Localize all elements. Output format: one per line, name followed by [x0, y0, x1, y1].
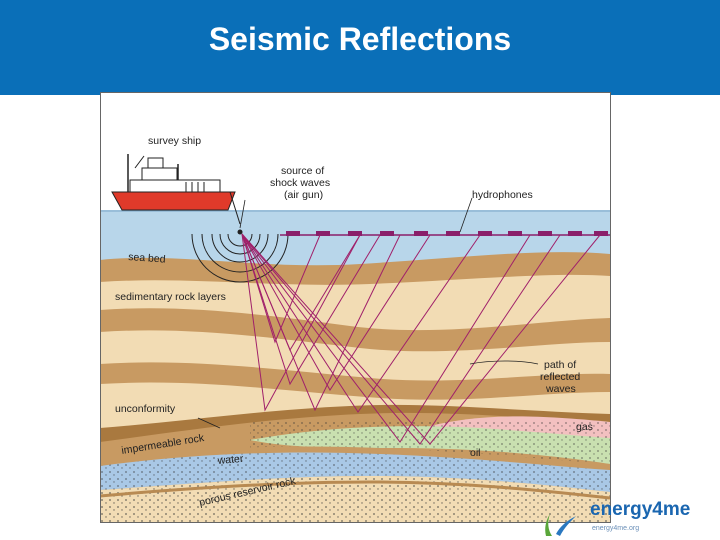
label-water: water — [216, 453, 244, 467]
survey-ship — [111, 154, 241, 225]
label-survey-ship: survey ship — [148, 135, 201, 147]
hydrophone-string — [280, 231, 610, 236]
label-source-line1: source of — [281, 165, 324, 177]
ship-hull — [111, 191, 236, 211]
energy4me-logo — [545, 514, 576, 536]
logo-name: energy4me — [590, 499, 691, 520]
hydrophone-icon — [380, 231, 394, 236]
shock-wave-rings — [191, 233, 289, 283]
hydrophone-icon — [446, 231, 460, 236]
slide-title: Seismic Reflections — [208, 21, 512, 57]
label-path-line3: waves — [545, 383, 576, 395]
hydrophone-icon — [594, 231, 608, 236]
hydrophone-icon — [508, 231, 522, 236]
label-hydrophones: hydrophones — [472, 189, 533, 201]
air-gun-icon — [237, 229, 243, 235]
label-path-line2: reflected — [540, 371, 580, 383]
hydrophone-icon — [316, 231, 330, 236]
label-source-line3: (air gun) — [284, 189, 323, 201]
logo-url: energy4me.org — [592, 525, 640, 532]
hydrophone-icon — [348, 231, 362, 236]
hydrophone-icon — [414, 231, 428, 236]
label-sea-bed: sea bed — [128, 251, 166, 266]
label-oil: oil — [470, 447, 481, 459]
hydrophone-icon — [478, 231, 492, 236]
title-banner — [0, 0, 720, 95]
reflected-wave-paths — [241, 233, 601, 445]
label-sedimentary: sedimentary rock layers — [115, 291, 226, 303]
hydrophone-icon — [568, 231, 582, 236]
label-unconformity: unconformity — [115, 403, 176, 415]
label-path-line1: path of — [544, 359, 576, 371]
seismic-diagram: survey ship source of shock waves (air g… — [100, 92, 611, 523]
label-gas: gas — [576, 421, 593, 433]
label-source-line2: shock waves — [270, 177, 330, 189]
hydrophone-icon — [538, 231, 552, 236]
hydrophone-icon — [286, 231, 300, 236]
